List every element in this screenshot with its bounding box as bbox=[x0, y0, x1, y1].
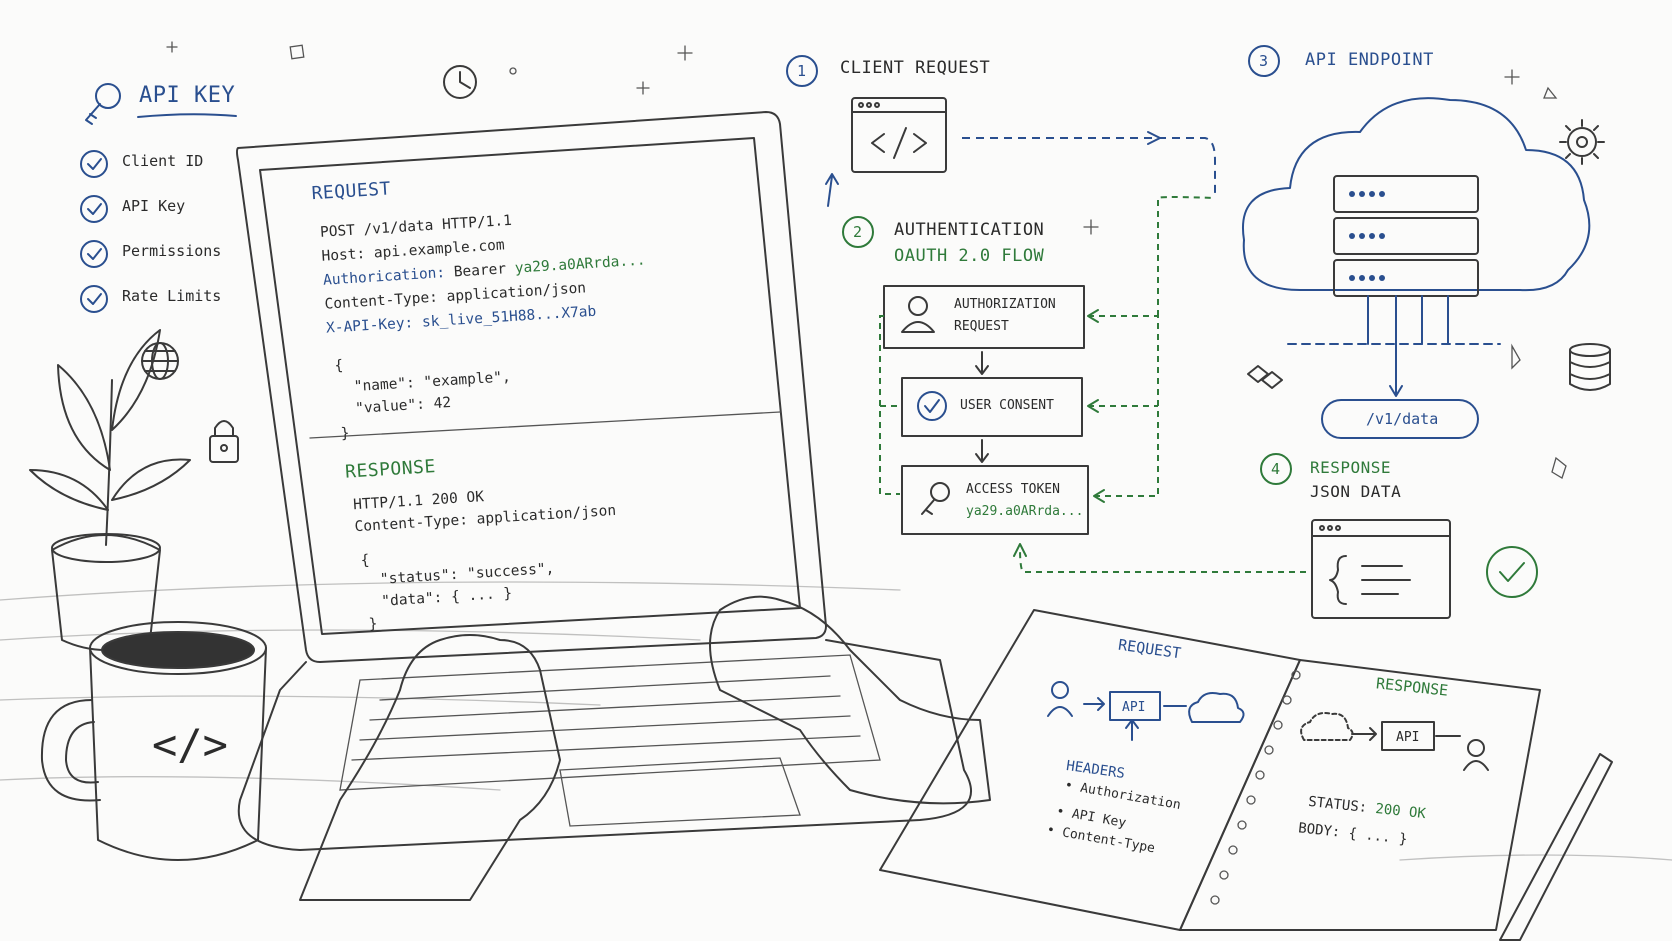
checklist-icons bbox=[80, 150, 108, 313]
cloud-icon bbox=[1242, 97, 1591, 292]
lock-icon bbox=[209, 420, 239, 463]
endpoint-path: /v1/data bbox=[1366, 410, 1439, 428]
access-token-value: ya29.a0ARrda... bbox=[966, 504, 1084, 519]
step2-number-circle bbox=[842, 216, 874, 248]
json-window-icon bbox=[1311, 519, 1451, 619]
step3-number-circle bbox=[1248, 45, 1280, 77]
step1-number-circle bbox=[786, 55, 818, 87]
body-close-brace: } bbox=[340, 425, 350, 442]
key-icon bbox=[85, 83, 121, 125]
server-stack-icon bbox=[1333, 175, 1479, 297]
coffee-mug bbox=[40, 621, 267, 861]
step2-label: AUTHENTICATION bbox=[894, 220, 1045, 240]
user-consent-label: USER CONSENT bbox=[960, 398, 1054, 413]
plant-icon bbox=[29, 329, 191, 651]
checklist-rate-limits: Rate Limits bbox=[122, 287, 222, 305]
checklist-api-key: API Key bbox=[122, 197, 186, 215]
database-icon bbox=[1569, 343, 1611, 391]
decorations bbox=[166, 41, 1567, 479]
server-leds bbox=[1349, 191, 1385, 281]
arrow-right-icon bbox=[1147, 131, 1161, 145]
response-arrow-icon bbox=[1013, 543, 1027, 557]
arrow-up-icon bbox=[825, 173, 839, 207]
user-icon bbox=[901, 296, 935, 333]
api-key-underline bbox=[137, 113, 237, 118]
access-token-label: ACCESS TOKEN bbox=[966, 482, 1060, 497]
step4-sublabel: JSON DATA bbox=[1310, 482, 1402, 501]
step4-number: 4 bbox=[1271, 460, 1281, 478]
oauth-arrow-icons bbox=[1087, 309, 1105, 503]
authorization-prefix: Bearer bbox=[453, 261, 507, 281]
check-circle-icon bbox=[917, 391, 947, 421]
notebook-api-label: API bbox=[1122, 700, 1146, 715]
notebook-right-api-label: API bbox=[1396, 730, 1420, 745]
server-connection-lines bbox=[1287, 295, 1501, 397]
auth-request-line1: AUTHORIZATION bbox=[954, 297, 1056, 312]
endpoint-pill bbox=[1321, 399, 1479, 439]
gear-icon bbox=[1559, 119, 1605, 165]
response-flow-line bbox=[1019, 547, 1306, 573]
response-close-brace: } bbox=[368, 616, 379, 633]
globe-icon bbox=[141, 342, 179, 380]
success-check-icon bbox=[1486, 546, 1538, 598]
checklist-permissions: Permissions bbox=[122, 242, 222, 260]
clock-icon bbox=[443, 65, 477, 99]
mug-code-symbol: </> bbox=[152, 720, 228, 769]
api-key-title: API KEY bbox=[139, 83, 236, 108]
auth-request-line2: REQUEST bbox=[954, 319, 1009, 334]
step3-label: API ENDPOINT bbox=[1305, 50, 1434, 70]
step2-sublabel: OAUTH 2.0 FLOW bbox=[894, 246, 1045, 266]
step4-number-circle bbox=[1260, 453, 1292, 485]
request-flow-line bbox=[962, 137, 1216, 198]
pen-icon bbox=[1499, 753, 1613, 941]
step1-number: 1 bbox=[797, 62, 807, 80]
step3-number: 3 bbox=[1259, 52, 1269, 70]
step4-label: RESPONSE bbox=[1310, 458, 1392, 477]
step1-label: CLIENT REQUEST bbox=[840, 58, 991, 78]
typing-hands bbox=[299, 595, 991, 901]
link-icon bbox=[1247, 365, 1283, 389]
code-window-icon bbox=[851, 97, 947, 173]
body-open-brace: { bbox=[334, 357, 344, 375]
token-key-icon bbox=[921, 482, 950, 515]
desk-texture bbox=[0, 581, 1672, 861]
step2-number: 2 bbox=[853, 223, 863, 241]
auth-boxes bbox=[883, 285, 1089, 535]
notebook bbox=[879, 609, 1541, 931]
response-open-brace: { bbox=[360, 552, 371, 569]
checklist-client-id: Client ID bbox=[122, 152, 204, 170]
oauth-flow-lines bbox=[879, 196, 1216, 497]
